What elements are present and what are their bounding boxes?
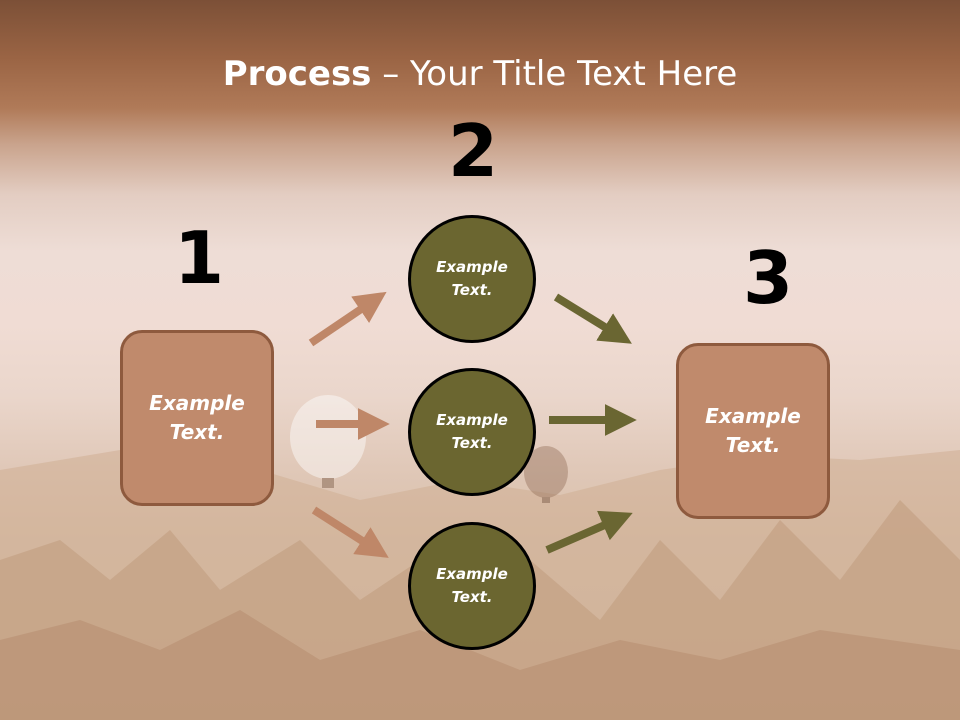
title-bold: Process <box>222 54 372 94</box>
arrow-2a-to-3 <box>553 293 632 344</box>
step-number-1: 1 <box>173 216 225 300</box>
step-2-circle-bottom: Example Text. <box>408 522 536 650</box>
step-2-top-text: Example Text. <box>436 258 508 299</box>
step-2-circle-top: Example Text. <box>408 215 536 343</box>
arrow-1-to-2c <box>311 506 389 558</box>
title-rest: – Your Title Text Here <box>371 54 738 94</box>
arrow-1-to-2a <box>308 291 387 347</box>
step-3-box: Example Text. <box>676 343 830 519</box>
slide-title: Process – Your Title Text Here <box>0 52 960 96</box>
step-1-text: Example Text. <box>149 391 245 444</box>
step-number-2: 2 <box>447 109 499 193</box>
balloon-large <box>290 395 366 488</box>
step-3-text: Example Text. <box>705 404 801 457</box>
step-2-middle-text: Example Text. <box>436 411 508 452</box>
step-1-box: Example Text. <box>120 330 274 506</box>
balloon-small <box>524 446 568 503</box>
step-2-circle-middle: Example Text. <box>408 368 536 496</box>
step-2-bottom-text: Example Text. <box>436 565 508 606</box>
arrow-2c-to-3 <box>545 510 633 554</box>
step-number-3: 3 <box>742 236 794 320</box>
